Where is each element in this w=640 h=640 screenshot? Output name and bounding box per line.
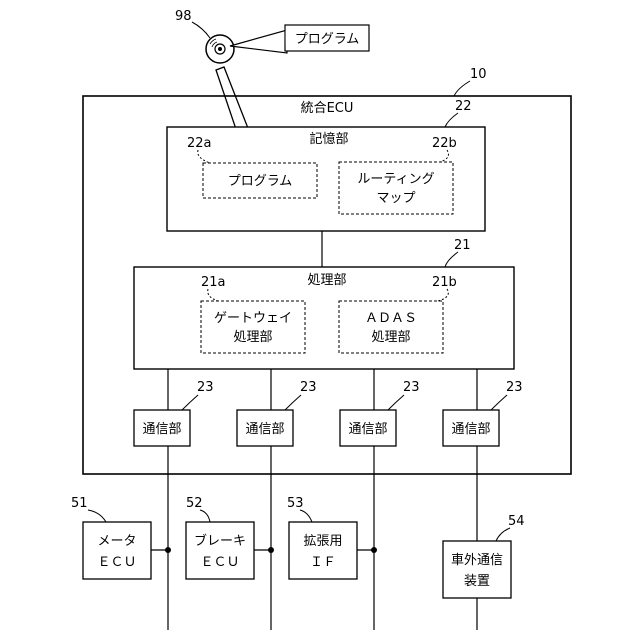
comm-unit-1-label: 通信部: [142, 422, 181, 437]
device-brake-line1: ブレーキ: [194, 533, 246, 549]
gateway-line2: 処理部: [233, 330, 272, 345]
device-external-line2: 装置: [464, 574, 490, 589]
routing-map-line2: マップ: [376, 191, 415, 206]
device-meter-line2: ＥＣＵ: [97, 555, 136, 570]
comm-unit-4: 通信部 23: [443, 380, 523, 446]
gateway-ref: 21a: [201, 275, 226, 290]
device-brake-ref: 52: [186, 496, 203, 511]
device-external-ref: 54: [508, 514, 525, 529]
storage-title: 記憶部: [309, 131, 348, 147]
device-extension-line1: 拡張用: [303, 534, 342, 549]
comm-unit-4-label: 通信部: [451, 422, 490, 437]
comm-unit-4-ref: 23: [506, 380, 523, 395]
adas-line2: 処理部: [371, 330, 410, 345]
comm-unit-3-ref: 23: [403, 380, 420, 395]
comm-unit-1-ref: 23: [197, 380, 214, 395]
routing-map-line1: ルーティング: [357, 172, 434, 187]
comm-unit-1: 通信部 23: [134, 380, 214, 446]
comm-unit-3: 通信部 23: [340, 380, 420, 446]
device-external-line1: 車外通信: [451, 553, 503, 568]
disc-ref-leader: [192, 22, 210, 38]
gateway-line1: ゲートウェイ: [214, 311, 292, 326]
program-disc: [206, 35, 234, 63]
ecu-title: 統合ECU: [301, 101, 354, 116]
device-meter-line1: メータ: [97, 534, 136, 549]
adas-line1: ＡＤＡＳ: [365, 311, 417, 326]
storage-ref-leader: [445, 113, 458, 127]
processing-title: 処理部: [307, 273, 346, 288]
comm-unit-3-label: 通信部: [348, 422, 387, 437]
processing-ref: 21: [454, 238, 471, 253]
comm-unit-2-ref: 23: [300, 380, 317, 395]
routing-map-ref: 22b: [432, 136, 457, 151]
device-extension-if: 拡張用 ＩＦ 53: [287, 496, 377, 579]
program-callout-label: プログラム: [295, 32, 360, 47]
storage-program-label: プログラム: [228, 174, 293, 189]
program-callout: プログラム: [230, 25, 369, 53]
device-brake-line2: ＥＣＵ: [200, 555, 239, 570]
ecu-ref-leader: [454, 81, 470, 96]
adas-ref: 21b: [432, 275, 457, 290]
disc-ref: 98: [175, 9, 192, 24]
comm-unit-2: 通信部 23: [237, 380, 317, 446]
device-extension-ref: 53: [287, 496, 304, 511]
device-meter-ecu: メータ ＥＣＵ 51: [71, 496, 171, 579]
device-meter-ref: 51: [71, 496, 88, 511]
processing-ref-leader: [445, 252, 458, 267]
storage-ref: 22: [455, 99, 472, 114]
storage-program-ref: 22a: [187, 136, 212, 151]
device-external-comm: 車外通信 装置 54: [443, 514, 525, 598]
device-brake-ecu: ブレーキ ＥＣＵ 52: [186, 496, 274, 579]
ecu-ref: 10: [470, 67, 487, 82]
device-extension-line2: ＩＦ: [310, 555, 336, 570]
comm-unit-2-label: 通信部: [245, 422, 284, 437]
